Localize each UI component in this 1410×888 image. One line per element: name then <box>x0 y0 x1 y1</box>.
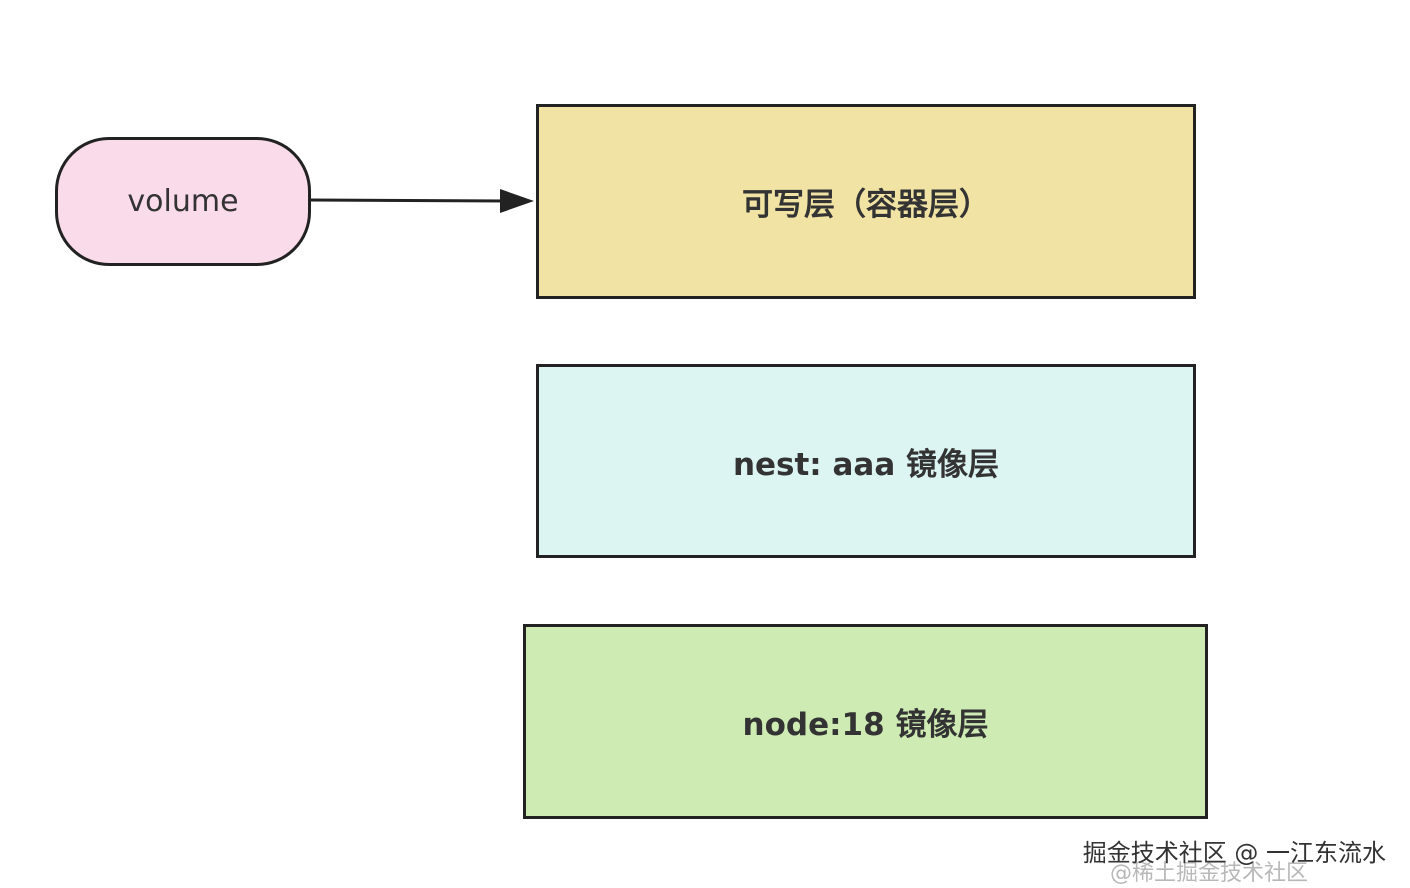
node-layer-label: node:18 镜像层 <box>742 707 989 743</box>
nest-image-layer[interactable]: nest: aaa 镜像层 <box>536 364 1196 558</box>
nest-layer-label: nest: aaa 镜像层 <box>732 446 1000 483</box>
volume-label: volume <box>127 184 239 219</box>
arrowhead-icon <box>500 189 534 213</box>
node-image-layer[interactable]: node:18 镜像层 <box>523 624 1208 819</box>
watermark: 掘金技术社区 @ 一江东流水 <box>1082 839 1386 867</box>
volume-to-writable-arrow-line <box>310 198 509 203</box>
writable-container-layer[interactable]: 可写层（容器层） <box>536 104 1196 299</box>
writable-layer-label: 可写层（容器层） <box>742 187 990 223</box>
ghost-watermark: @稀土掘金技术社区 <box>1110 861 1309 886</box>
volume-node[interactable]: volume <box>55 137 311 266</box>
